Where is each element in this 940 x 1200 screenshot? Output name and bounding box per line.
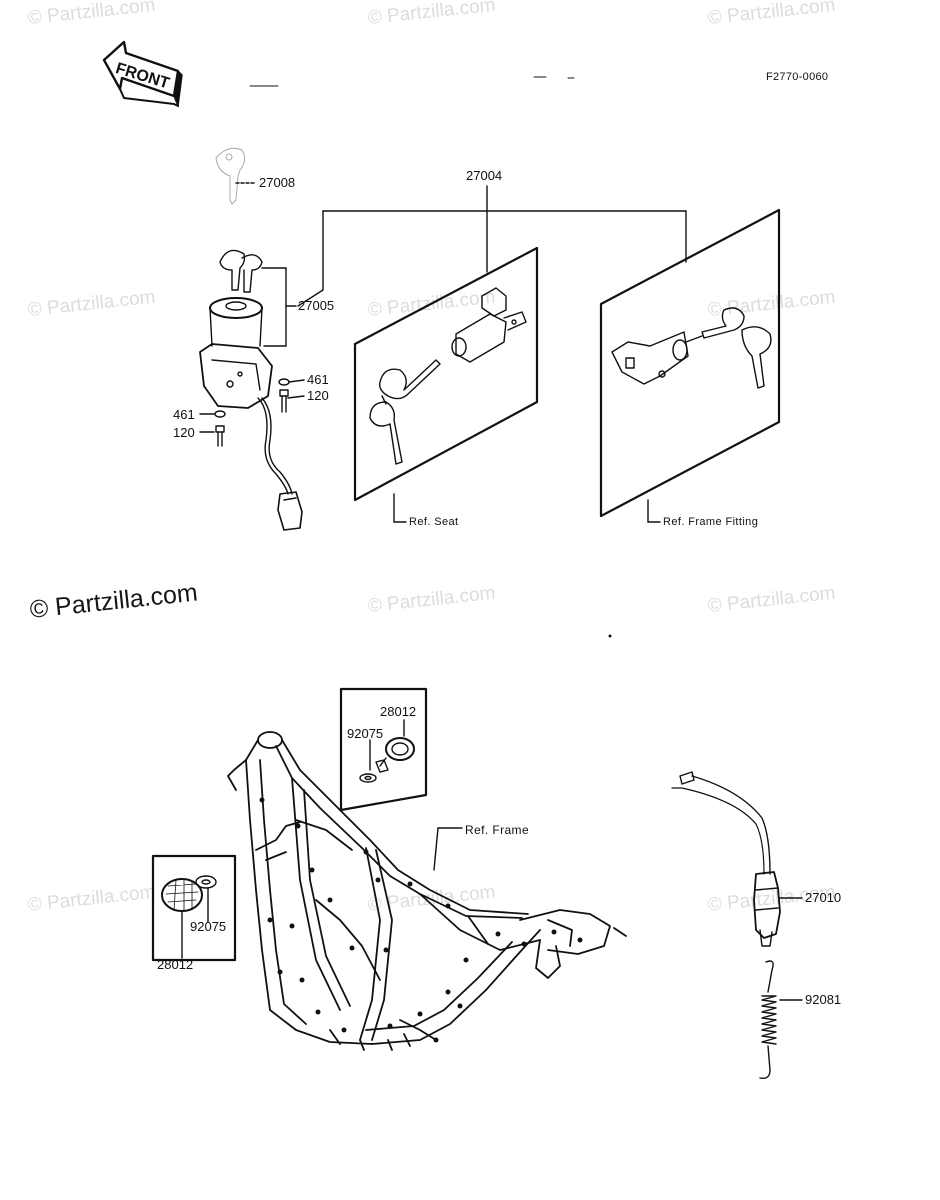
motorcycle-frame-icon — [227, 731, 627, 1051]
part-number-120-right: 120 — [307, 388, 329, 403]
part-number-92075-top: 92075 — [347, 726, 384, 741]
ref-frame-label: Ref. Frame — [465, 823, 530, 837]
part-number-92081: 92081 — [805, 992, 842, 1007]
part-number-27008: 27008 — [259, 175, 296, 190]
frame-fitting-lock-icon — [611, 331, 689, 385]
part-number-120-left: 120 — [173, 425, 195, 440]
washer-bolt-right-icon — [278, 378, 305, 413]
ignition-switch-icon — [199, 249, 303, 531]
part-number-461-left: 461 — [173, 407, 195, 422]
part-number-28012-left: 28012 — [157, 957, 194, 972]
part-number-27004: 27004 — [466, 168, 503, 183]
diagram-code: F2770-0060 — [766, 71, 829, 83]
washer-bolt-left-icon — [199, 410, 226, 447]
part-number-461-right: 461 — [307, 372, 329, 387]
part-number-27010: 27010 — [805, 890, 842, 905]
ref-seat-label: Ref. Seat — [409, 516, 459, 528]
ref-frame-fitting-label: Ref. Frame Fitting — [663, 516, 759, 528]
seat-lock-icon — [451, 287, 527, 363]
frame-bolts — [259, 797, 583, 1043]
front-arrow-icon — [102, 40, 183, 107]
reflector-top-icon — [359, 737, 415, 783]
spring-icon — [759, 960, 777, 1080]
reflector-left-icon — [161, 875, 217, 912]
frame-fitting-keys-icon — [685, 307, 772, 389]
key-blank-icon — [215, 147, 246, 205]
seat-keys-icon — [369, 359, 441, 465]
part-number-27005: 27005 — [298, 298, 335, 313]
brake-light-switch-icon — [671, 771, 781, 947]
part-number-28012-top: 28012 — [380, 704, 417, 719]
part-number-92075-left: 92075 — [190, 919, 227, 934]
